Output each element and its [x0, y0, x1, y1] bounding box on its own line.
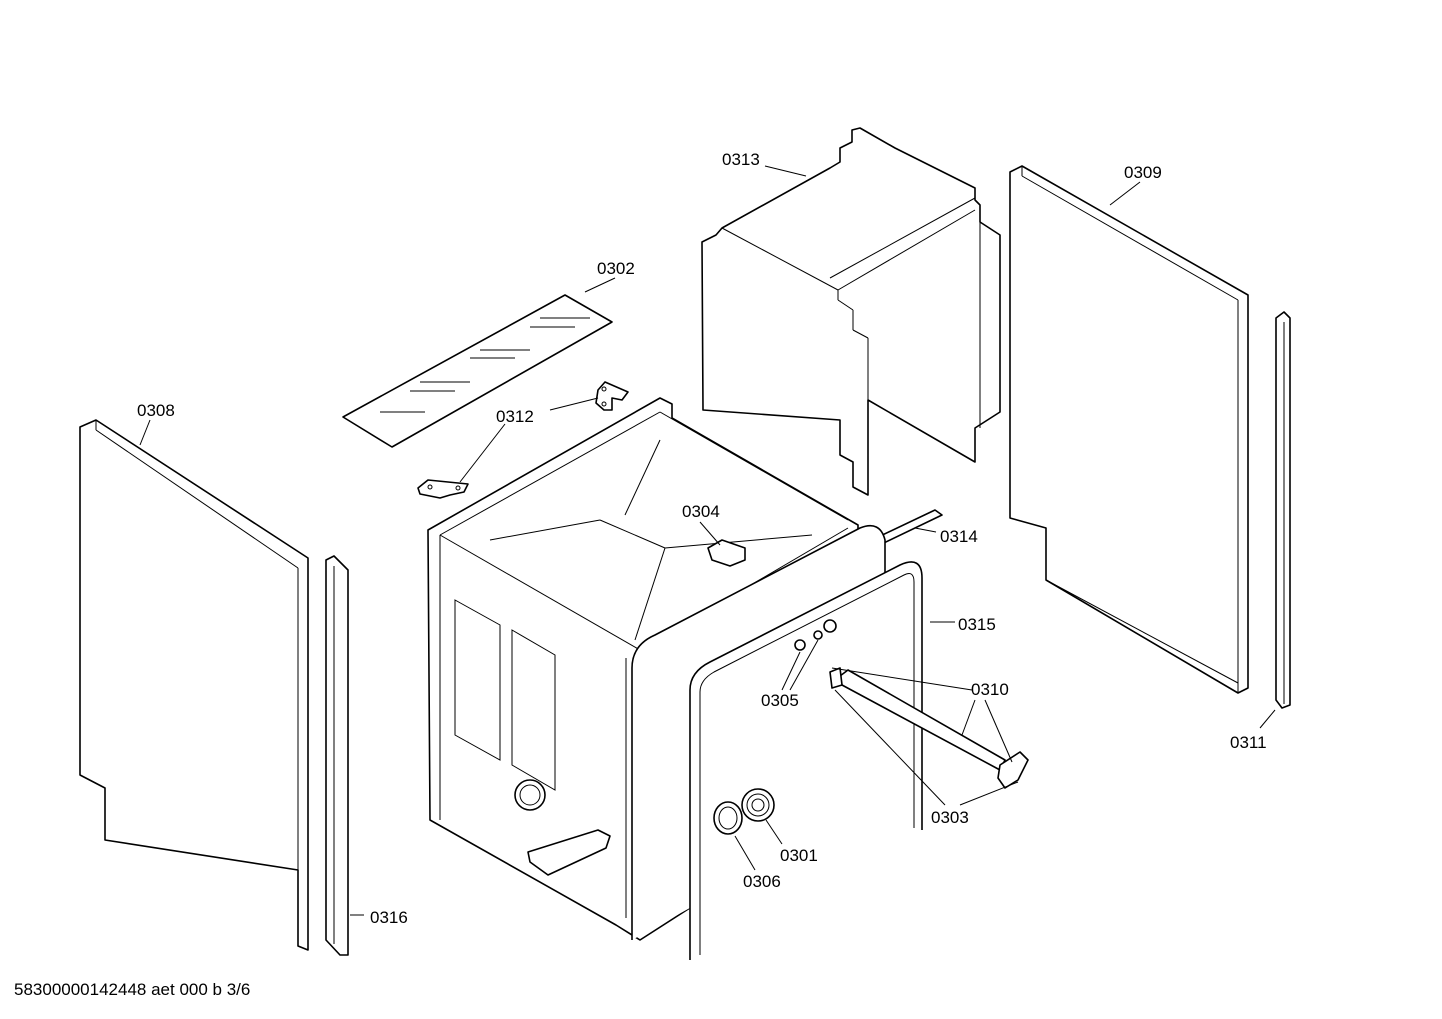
part-0304-clip — [707, 539, 746, 567]
label-0310: 0310 — [971, 680, 1009, 699]
part-0313-insulation-box — [701, 127, 1001, 496]
label-0305: 0305 — [761, 691, 799, 710]
label-0311: 0311 — [1230, 733, 1267, 752]
part-0305-fasteners — [794, 619, 837, 651]
label-0315: 0315 — [958, 615, 996, 634]
label-0308: 0308 — [137, 401, 175, 420]
part-0310-tie-rod — [829, 667, 1029, 789]
part-0309-side-panel — [1009, 165, 1249, 694]
label-0301: 0301 — [780, 846, 818, 865]
drawing-code: 58300000142448 aet 000 b 3/6 — [14, 980, 251, 999]
part-0315-seal-frame — [631, 524, 923, 960]
part-0311-trim-strip — [1275, 311, 1291, 709]
leader-lines — [139, 165, 1276, 916]
part-0308-side-panel — [79, 419, 309, 951]
label-0309: 0309 — [1124, 163, 1162, 182]
part-0312-bracket-right — [595, 381, 629, 411]
label-0312: 0312 — [496, 407, 534, 426]
label-0316: 0316 — [370, 908, 408, 927]
label-0313: 0313 — [722, 150, 760, 169]
part-0316-trim-strip — [325, 555, 349, 956]
label-0304: 0304 — [682, 502, 720, 521]
part-0306-seal-ring — [713, 801, 743, 835]
label-0314: 0314 — [940, 527, 978, 546]
part-0312-bracket-left — [417, 479, 469, 499]
part-0301-drain-fitting — [741, 788, 775, 822]
label-0303: 0303 — [931, 808, 969, 827]
label-0302: 0302 — [597, 259, 635, 278]
label-0306: 0306 — [743, 872, 781, 891]
part-0302-insulation-mat — [342, 294, 613, 448]
